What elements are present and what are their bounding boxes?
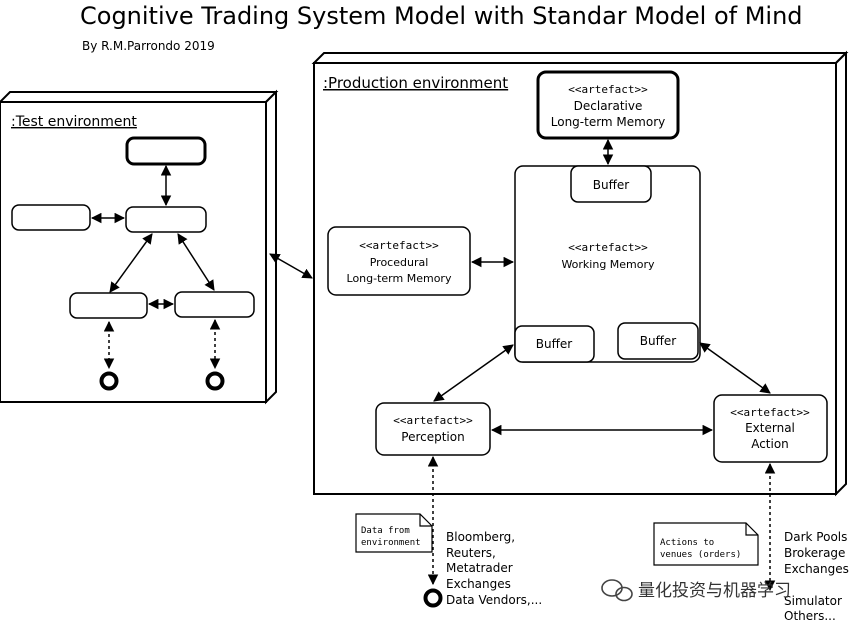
- author-credit: By R.M.Parrondo 2019: [82, 39, 215, 53]
- environment-link: [269, 253, 313, 279]
- data-source-item: Metatrader: [446, 561, 513, 575]
- action-target-item: Simulator: [784, 594, 842, 608]
- data-note-fold: [419, 514, 432, 527]
- perception-name: Perception: [401, 430, 464, 444]
- data-source-item: Bloomberg,: [446, 530, 515, 544]
- test-endpoint-left: [99, 371, 119, 391]
- test-module-bottom-left: [69, 292, 148, 319]
- procedural-memory-name-line1: Procedural: [370, 256, 429, 269]
- test-endpoint-right: [205, 371, 225, 391]
- actions-note-shape: [653, 522, 759, 566]
- buffer-top: [570, 165, 652, 203]
- declarative-memory-name-line1: Declarative: [574, 99, 643, 113]
- working-memory-stereotype: <<artefact>>: [568, 241, 648, 254]
- data-source-endpoint: [423, 588, 443, 608]
- procedural-memory-name-line2: Long-term Memory: [347, 272, 452, 285]
- test-module-center: [125, 206, 207, 233]
- data-note-line1: Data from: [361, 526, 410, 536]
- wechat-icon: [601, 579, 633, 602]
- external-action-name-line2: Action: [751, 437, 789, 451]
- declarative-memory-stereotype: <<artefact>>: [568, 83, 648, 96]
- data-note-shape: [355, 513, 433, 553]
- working-memory-name: Working Memory: [561, 258, 655, 271]
- test-connectors: [90, 164, 221, 370]
- data-source-item: Reuters,: [446, 546, 496, 560]
- buffer-top-label: Buffer: [593, 178, 629, 192]
- external-action-name-line1: External: [745, 421, 795, 435]
- actions-note-line2: venues (orders): [660, 550, 741, 560]
- diagram-title: Cognitive Trading System Model with Stan…: [80, 2, 803, 30]
- buffer-bottom-right-label: Buffer: [640, 334, 676, 348]
- production-environment-label: :Production environment: [323, 74, 508, 92]
- test-environment-label: :Test environment: [11, 114, 137, 130]
- data-note-line2: environment: [361, 538, 421, 548]
- data-source-item: Data Vendors,...: [446, 593, 542, 607]
- declarative-memory-name-line2: Long-term Memory: [551, 115, 666, 129]
- perception-stereotype: <<artefact>>: [393, 414, 473, 427]
- procedural-memory-box: [327, 226, 471, 296]
- external-action-box: [713, 394, 828, 463]
- declarative-memory-box: [536, 70, 680, 140]
- action-target-item: Exchanges: [784, 562, 849, 576]
- test-module-bottom-right: [174, 291, 255, 318]
- action-target-item: Others...: [784, 609, 836, 623]
- procedural-memory-stereotype: <<artefact>>: [359, 239, 439, 252]
- actions-note-fold: [745, 523, 758, 536]
- test-module-left: [11, 204, 91, 231]
- buffer-bottom-left-label: Buffer: [536, 337, 572, 351]
- buffer-bottom-right: [617, 322, 699, 360]
- watermark-text: 量化投资与机器学习: [638, 581, 791, 601]
- watermark: 量化投资与机器学习: [601, 579, 791, 602]
- action-target-item: Brokerage: [784, 546, 845, 560]
- action-targets-list: Dark Pools Brokerage Exchanges Simulator…: [784, 530, 849, 623]
- external-action-stereotype: <<artefact>>: [730, 406, 810, 419]
- perception-box: [375, 402, 491, 456]
- test-module-top: [125, 136, 207, 166]
- action-target-item: Dark Pools: [784, 530, 847, 544]
- data-sources-list: Bloomberg, Reuters, Metatrader Exchanges…: [446, 530, 542, 607]
- actions-note-line1: Actions to: [660, 538, 714, 548]
- buffer-bottom-left: [514, 325, 595, 363]
- production-connectors: [427, 138, 776, 592]
- data-source-item: Exchanges: [446, 577, 511, 591]
